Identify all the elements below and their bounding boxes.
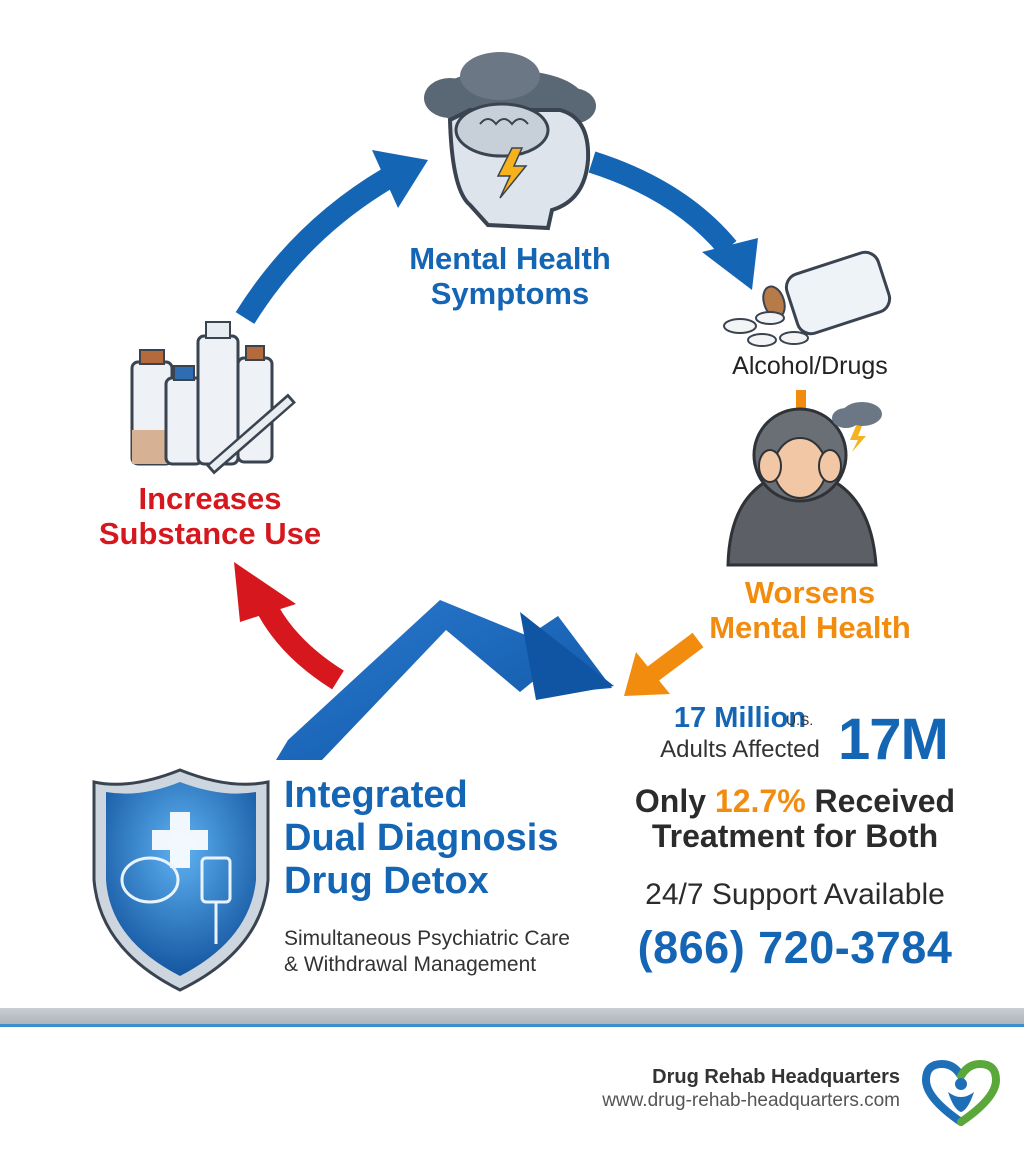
treatment-prefix: Only [634, 783, 715, 819]
treatment-line2: Treatment for Both [651, 817, 939, 854]
arrow-worsens-to-stats [624, 632, 704, 696]
stat-adults-affected: Adults Affected [660, 736, 820, 763]
increases-label: Increases Substance Use [60, 481, 360, 551]
detox-title-line1: Integrated [284, 774, 468, 816]
phone-number[interactable]: (866) 720-3784 [637, 922, 953, 973]
support-label: 24/7 Support Available [645, 878, 945, 911]
orange-connector [796, 390, 806, 412]
mental-health-label-line1: Mental Health [409, 241, 611, 276]
treatment-line1: Only 12.7% Received [610, 784, 980, 819]
detox-subtitle-line1: Simultaneous Psychiatric Care [284, 927, 570, 950]
brain-head-icon [424, 52, 596, 231]
footer-band [0, 1008, 1024, 1024]
worsens-label-line2: Mental Health [709, 609, 911, 645]
mental-health-label: Mental Health Symptoms [360, 241, 660, 311]
stat-us: U.S. [786, 712, 814, 728]
bottles-syringe-icon [130, 321, 296, 475]
treatment-suffix: Received [805, 783, 956, 819]
cycle-diagram [92, 52, 892, 992]
worsens-label-line1: Worsens [744, 575, 876, 610]
detox-title: Integrated Dual Diagnosis Drug Detox [284, 774, 559, 903]
shield-medical-icon [92, 768, 270, 992]
footer-line [0, 1024, 1024, 1027]
heart-logo-icon [921, 1059, 1001, 1126]
arrow-up-to-mental [235, 150, 428, 324]
detox-title-line2: Dual Diagnosis [284, 816, 559, 859]
mental-health-label-line2: Symptoms [430, 275, 590, 311]
distressed-person-icon [726, 402, 882, 567]
alcohol-drugs-label: Alcohol/Drugs [732, 352, 888, 380]
worsens-label: Worsens Mental Health [690, 575, 930, 645]
stat-17m-big: 17M [838, 707, 949, 772]
stat-17-million: 17 Million [673, 702, 807, 734]
brand-name: Drug Rehab Headquarters [652, 1066, 900, 1088]
detox-subtitle-line2: & Withdrawal Management [284, 953, 537, 977]
zigzag-arrow [276, 600, 614, 760]
increases-label-line1: Increases [138, 481, 282, 516]
detox-title-line3: Drug Detox [284, 859, 489, 902]
treatment-percent: 12.7% [714, 783, 806, 819]
brand-url[interactable]: www.drug-rehab-headquarters.com [602, 1090, 900, 1111]
treatment-stat: Only 12.7% Received Treatment for Both [610, 784, 980, 853]
detox-subtitle: Simultaneous Psychiatric Care & Withdraw… [284, 926, 570, 979]
arrow-to-increases [234, 562, 344, 690]
increases-label-line2: Substance Use [98, 515, 322, 551]
arrow-mental-to-alcohol [588, 151, 758, 290]
pill-bottle-icon [723, 250, 892, 347]
